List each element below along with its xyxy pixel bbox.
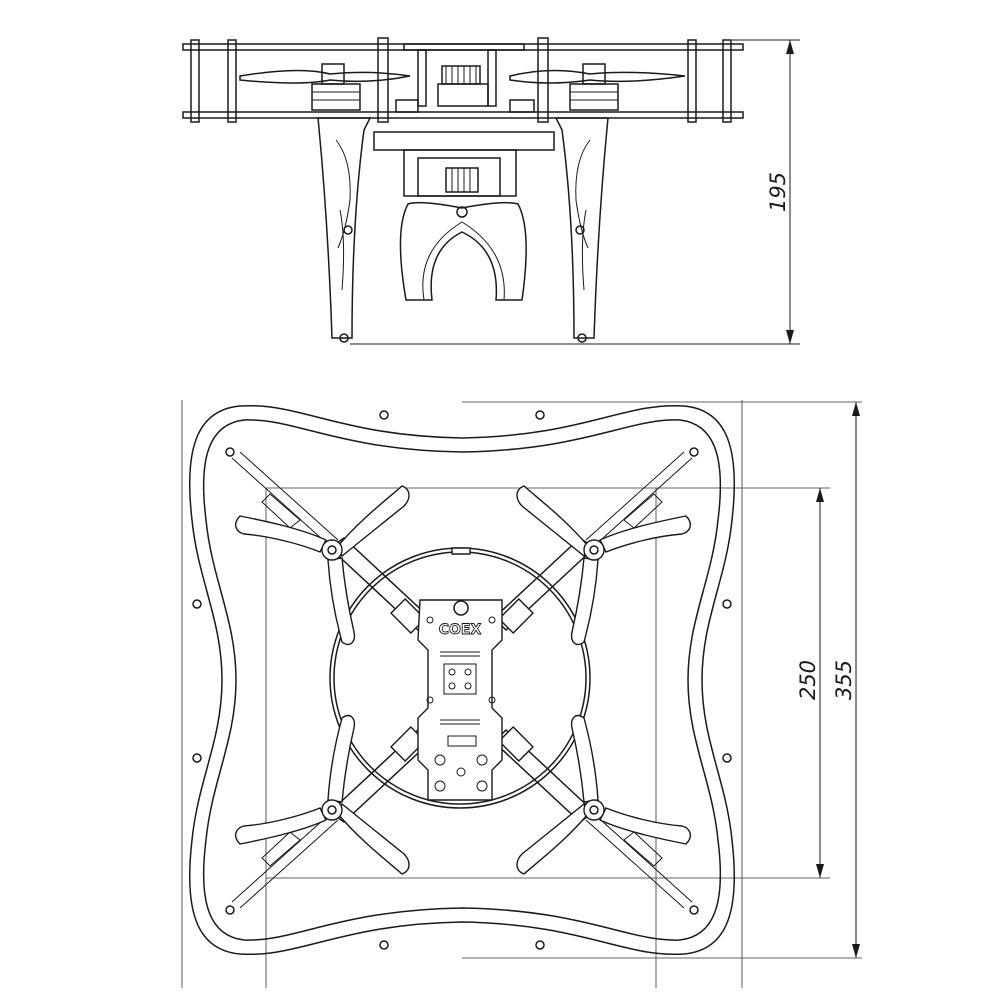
propeller-top-right [516,485,692,646]
motor-right-side [569,63,619,111]
propeller-guard [189,404,735,956]
propeller-right-side [509,69,686,84]
side-view: 195 [182,37,800,345]
top-frame-plate [182,43,744,51]
board-logo: COEX [439,622,482,638]
top-view-extension-lines [181,400,862,988]
frame-arms [328,537,596,823]
guard-struts [231,451,693,909]
battery-tray [373,131,555,151]
dimension-195: 195 [350,39,800,345]
guard-fasteners [192,410,732,950]
gripper-claw [399,201,527,301]
top-view: COEX [181,400,862,988]
propeller-left-side [239,69,411,84]
bottom-frame-plate [182,111,744,119]
dimension-195-label: 195 [766,172,790,212]
camera-module [403,149,517,197]
propeller-top-left [234,485,410,646]
flight-controller-board: COEX [417,599,503,801]
propeller-bottom-left [234,714,410,875]
dimension-250: 250 [796,488,824,878]
landing-leg-left [317,117,372,343]
dimension-250-label: 250 [796,660,820,700]
propeller-bottom-right [516,714,692,875]
dimension-355-label: 355 [832,660,856,700]
battery-disc [329,547,591,809]
dimension-355: 355 [832,402,860,958]
motor-left-side [311,63,361,111]
landing-leg-right [554,117,609,343]
board-sensor [453,600,469,616]
flight-controller-stack [395,43,535,113]
